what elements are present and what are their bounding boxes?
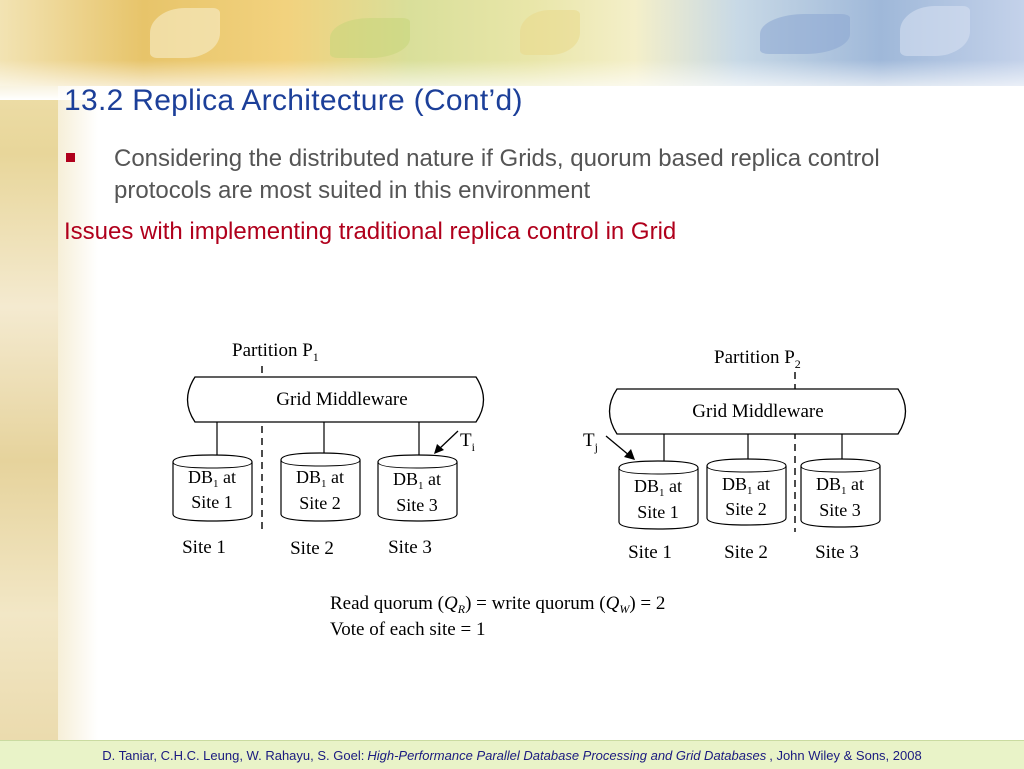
left-transaction-label: Ti [460, 430, 476, 454]
leaf-decoration [900, 6, 970, 56]
right-db-site-1: Site 1 [637, 502, 679, 522]
right-site-label-3: Site 3 [815, 542, 859, 563]
background-left-fade [58, 0, 98, 768]
left-db-site-1: Site 1 [191, 492, 233, 512]
right-db-site-2: Site 2 [725, 499, 767, 519]
replica-quorum-diagram: Partition P1 Grid Middleware DB1 at Site… [172, 340, 907, 640]
right-transaction-label: Tj [583, 430, 598, 454]
right-site-label-1: Site 1 [628, 542, 672, 563]
leaf-decoration [760, 14, 850, 54]
leaf-decoration [150, 8, 220, 58]
left-site-label-2: Site 2 [290, 538, 334, 559]
left-db-cylinder-2-rim [280, 459, 361, 467]
left-partition-group: Partition P1 Grid Middleware DB1 at Site… [172, 340, 485, 559]
right-db-cylinder-3 [800, 458, 881, 528]
left-db-label-1: DB1 at [188, 467, 236, 490]
right-partition-label: Partition P2 [714, 347, 801, 371]
right-transaction-arrow [605, 435, 631, 457]
right-db-cylinder-2-rim [706, 465, 787, 473]
left-db-cylinder-3-rim [377, 461, 458, 469]
right-site-label-2: Site 2 [724, 542, 768, 563]
left-transaction-arrowhead [434, 444, 444, 454]
vote-text: Vote of each site = 1 [330, 619, 485, 640]
left-site-label-1: Site 1 [182, 537, 226, 558]
footer-book-title: High-Performance Parallel Database Proce… [367, 747, 767, 763]
left-db-site-3: Site 3 [396, 495, 438, 515]
left-grid-middleware-label: Grid Middleware [276, 389, 407, 410]
slide-title: 13.2 Replica Architecture (Cont’d) [64, 84, 523, 117]
subheading: Issues with implementing traditional rep… [64, 218, 677, 245]
background-top-fade [0, 60, 1024, 100]
right-db-site-3: Site 3 [819, 500, 861, 520]
right-transaction-arrowhead [624, 449, 635, 460]
left-db-site-2: Site 2 [299, 493, 341, 513]
left-grid-middleware-box [186, 376, 485, 423]
left-db-label-2: DB1 at [296, 467, 344, 490]
right-db-label-2: DB1 at [722, 474, 770, 497]
footer-citation: D. Taniar, C.H.C. Leung, W. Rahayu, S. G… [0, 740, 1024, 769]
quorum-text: Read quorum (QR) = write quorum (QW) = 2 [330, 593, 665, 616]
right-grid-middleware-box [608, 388, 907, 435]
left-db-label-3: DB1 at [393, 469, 441, 492]
bullet-marker [66, 153, 75, 162]
right-db-cylinder-2 [706, 458, 787, 526]
leaf-decoration [520, 10, 580, 55]
left-db-cylinder-3 [377, 454, 458, 522]
right-partition-group: Partition P2 Grid Middleware DB1 at Site… [583, 347, 907, 563]
left-transaction-arrow [437, 430, 459, 451]
right-db-label-3: DB1 at [816, 474, 864, 497]
right-grid-middleware-label: Grid Middleware [692, 401, 823, 422]
footer-authors: D. Taniar, C.H.C. Leung, W. Rahayu, S. G… [102, 747, 365, 763]
left-partition-label: Partition P1 [232, 340, 319, 364]
left-db-cylinder-1 [172, 454, 253, 522]
right-db-label-1: DB1 at [634, 476, 682, 499]
left-db-cylinder-2 [280, 452, 361, 522]
leaf-decoration [330, 18, 410, 58]
footer-publisher: , John Wiley & Sons, 2008 [769, 747, 922, 763]
right-db-cylinder-3-rim [800, 465, 881, 473]
left-db-cylinder-1-rim [172, 461, 253, 469]
bullet-text: Considering the distributed nature if Gr… [114, 145, 880, 204]
background-left-strip [0, 0, 58, 768]
right-db-cylinder-1-rim [618, 467, 699, 475]
left-site-label-3: Site 3 [388, 537, 432, 558]
right-db-cylinder-1 [618, 460, 699, 530]
